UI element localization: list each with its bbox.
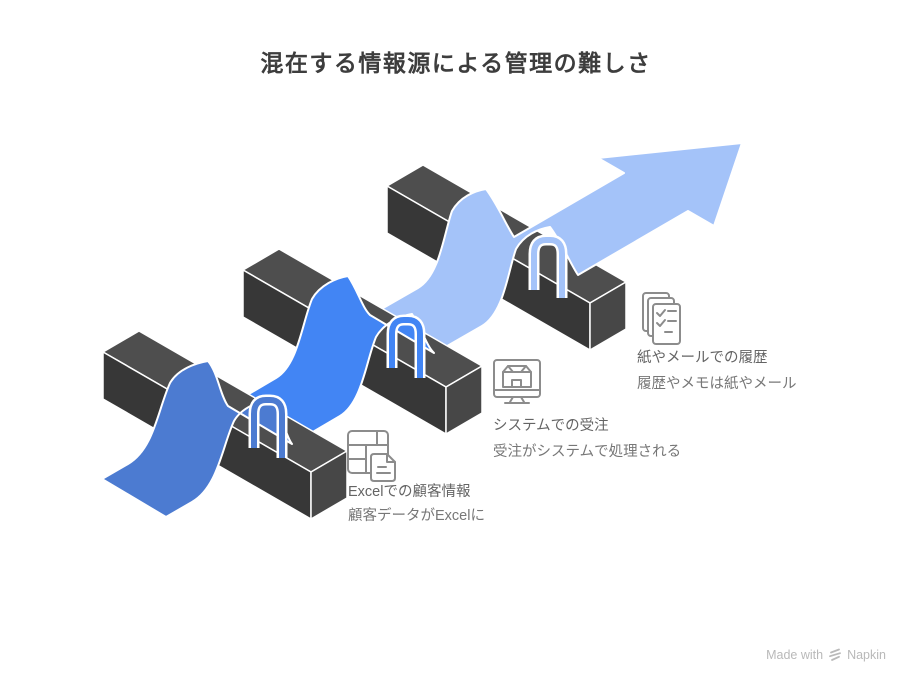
ribbon-segment-3-arrow [363, 142, 743, 358]
step2-description: 受注がシステムで処理される [493, 444, 682, 460]
napkin-logo-icon [829, 648, 841, 661]
watermark-prefix: Made with [766, 648, 824, 662]
bar2-end-face [445, 365, 483, 435]
step3-label: 紙やメールでの履歴 [637, 350, 768, 366]
monitor-package-icon [493, 359, 541, 404]
bar3-end-face [589, 281, 627, 351]
spreadsheet-document-icon [347, 430, 396, 482]
step2-label: システムでの受注 [493, 418, 609, 434]
watermark-brand: Napkin [847, 648, 886, 662]
step3-description: 履歴やメモは紙やメール [637, 376, 797, 392]
bar1-end-face [310, 450, 348, 520]
ribbon-segment-1 [101, 360, 293, 518]
ribbon1-curl [251, 397, 285, 458]
step1-description: 顧客データがExcelに [348, 508, 485, 524]
ribbon3-curl [531, 237, 565, 298]
page-title: 混在する情報源による管理の難しさ [260, 50, 652, 76]
ribbon2-curl [389, 317, 423, 378]
step1-label: Excelでの顧客情報 [348, 484, 471, 500]
watermark: Made with Napkin [766, 648, 886, 662]
checklist-pages-icon [642, 292, 681, 345]
